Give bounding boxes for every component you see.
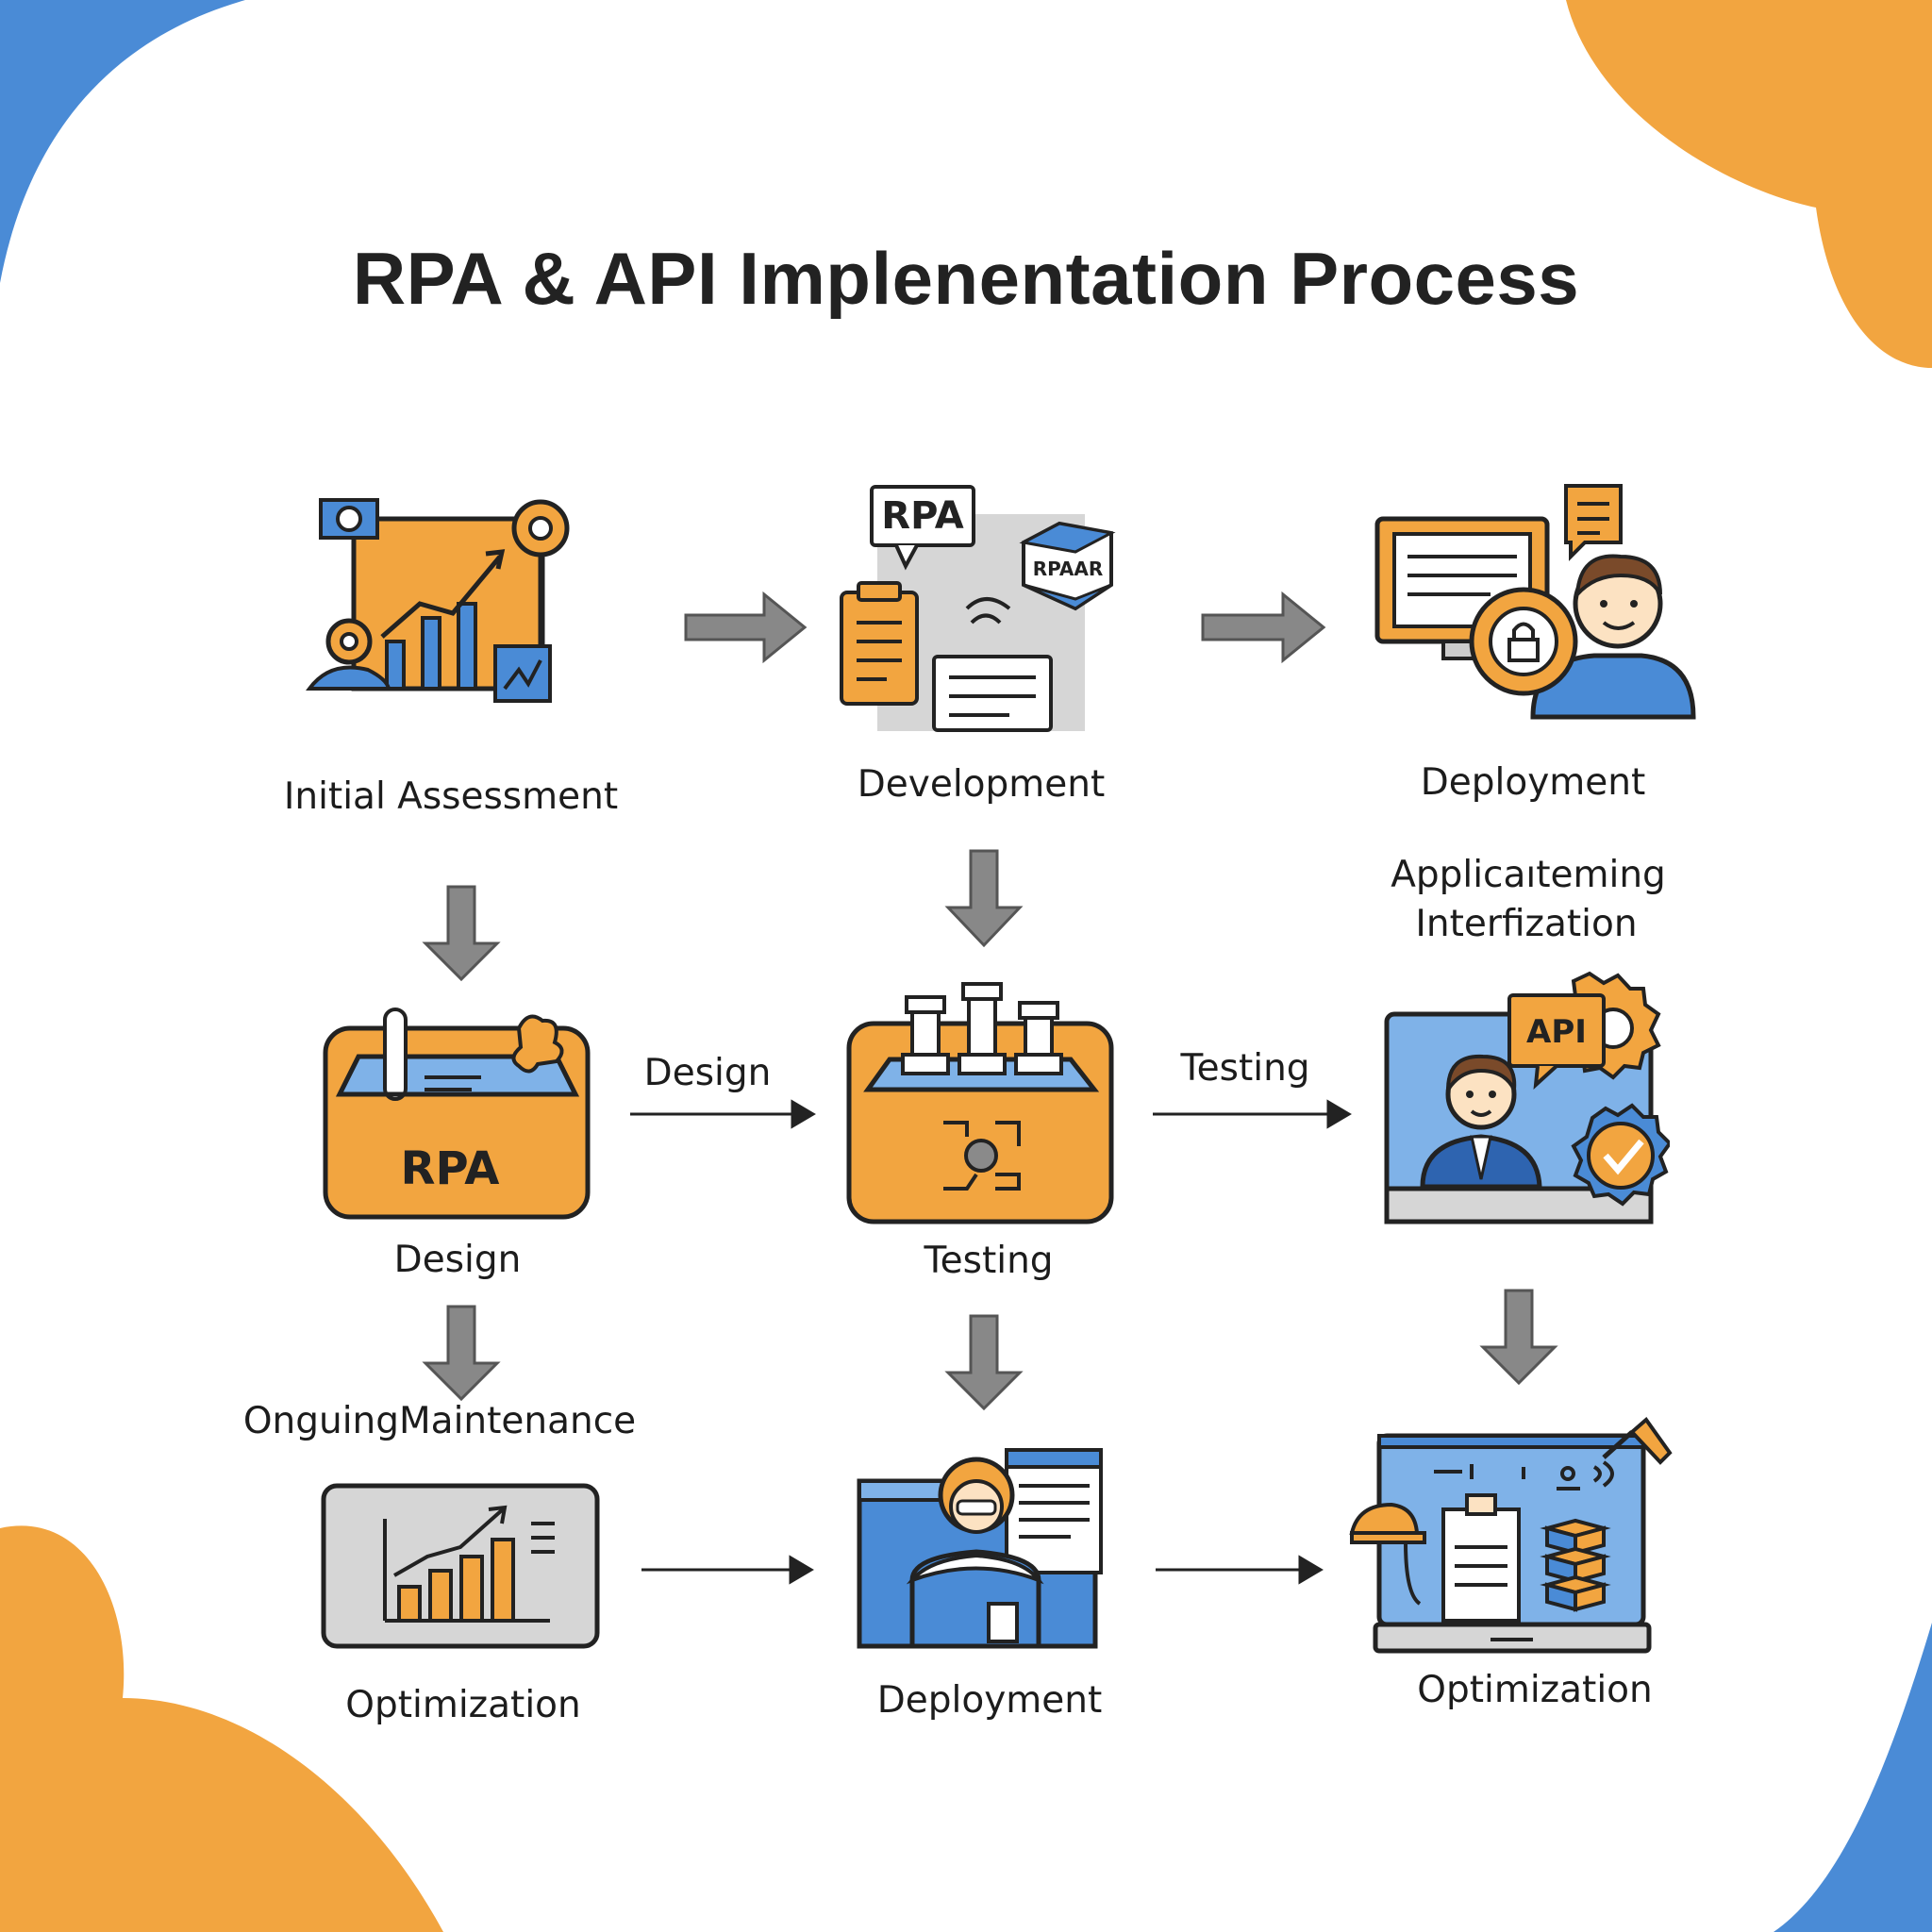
svg-text:RPA: RPA bbox=[881, 494, 963, 538]
arrow-assessment-to-design bbox=[422, 885, 501, 982]
label-design: Design bbox=[393, 1239, 522, 1281]
label-optimization-left: Optimization bbox=[345, 1684, 581, 1726]
label-api-line2: Interfization bbox=[1415, 903, 1638, 945]
label-ongoing-maintenance: OnguingMaintenance bbox=[242, 1400, 637, 1442]
label-api-line1: Applicaıteming bbox=[1391, 854, 1666, 896]
deployment-monitor-icon bbox=[1374, 484, 1696, 720]
thin-arrows bbox=[630, 1099, 1352, 1585]
arrow-api-to-optimization bbox=[1479, 1289, 1558, 1386]
arrow-design-to-maintenance bbox=[422, 1305, 501, 1402]
label-deployment-top: Deployment bbox=[1420, 761, 1646, 804]
bar-chart-icon bbox=[321, 1483, 600, 1649]
blob-top-left bbox=[0, 0, 245, 283]
page-title: RPA & API Implenentation Process bbox=[352, 237, 1580, 320]
svg-text:API: API bbox=[1526, 1013, 1587, 1051]
api-screen-icon: API bbox=[1384, 971, 1670, 1224]
edge-label-design: Design bbox=[643, 1052, 772, 1094]
arrow-development-to-deployment bbox=[1201, 591, 1326, 664]
label-development: Development bbox=[857, 763, 1106, 806]
blob-bottom-left bbox=[0, 1525, 443, 1932]
blob-bottom-right bbox=[1774, 1623, 1932, 1932]
analytics-dashboard-icon bbox=[306, 498, 570, 703]
rpa-box-icon: RPA bbox=[323, 1008, 591, 1220]
testing-box-icon bbox=[846, 982, 1114, 1224]
label-optimization-right: Optimization bbox=[1417, 1669, 1653, 1711]
arrow-development-to-testing bbox=[944, 849, 1024, 948]
label-deployment-bottom: Deployment bbox=[876, 1679, 1103, 1722]
svg-text:RPA: RPA bbox=[401, 1142, 500, 1195]
arrow-testing-to-deployment bbox=[944, 1314, 1024, 1411]
label-testing: Testing bbox=[924, 1240, 1054, 1282]
blob-top-right bbox=[1566, 0, 1932, 368]
arrow-assessment-to-development bbox=[684, 591, 808, 664]
development-icon: RPA RPAAR bbox=[840, 485, 1116, 732]
label-initial-assessment: Initial Assessment bbox=[283, 775, 619, 818]
laptop-tools-icon bbox=[1349, 1417, 1673, 1654]
svg-text:RPAAR: RPAAR bbox=[1033, 558, 1104, 580]
edge-label-testing: Testing bbox=[1180, 1047, 1310, 1090]
connector-arrows bbox=[422, 591, 1558, 1411]
engineer-screen-icon bbox=[857, 1448, 1103, 1649]
